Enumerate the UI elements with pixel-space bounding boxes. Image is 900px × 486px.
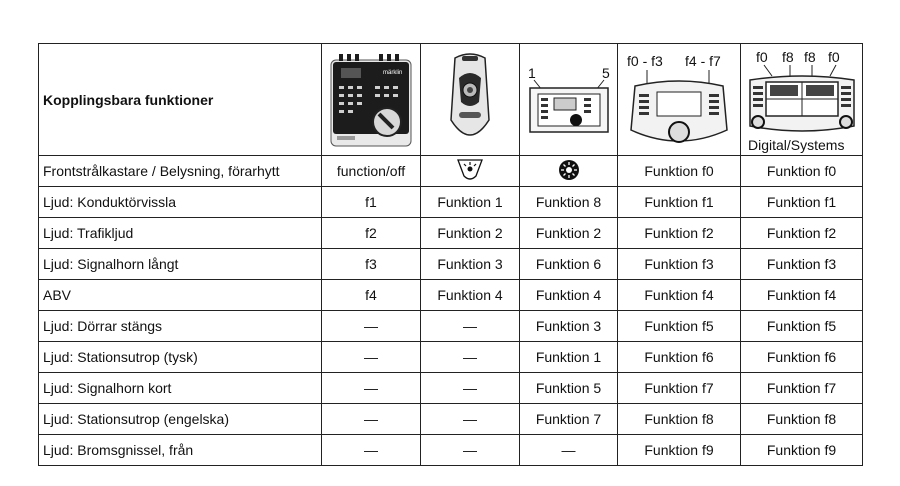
cell-handheld-remote: —: [420, 341, 520, 373]
table-row: Ljud: Trafikljud f2 Funktion 2 Funktion …: [38, 217, 863, 249]
table-row: Frontstrålkastare / Belysning, förarhytt…: [38, 155, 863, 187]
cell-control-unit: —: [321, 434, 421, 466]
cell-mobile-station-2: Funktion f7: [617, 372, 741, 404]
cell-mobile-station-2: Funktion f8: [617, 403, 741, 435]
cell-handheld-remote: Funktion 2: [420, 217, 520, 249]
table-row: Ljud: Dörrar stängs — — Funktion 3 Funkt…: [38, 310, 863, 342]
table-row: Ljud: Signalhorn kort — — Funktion 5 Fun…: [38, 372, 863, 404]
cell-control-unit: f2: [321, 217, 421, 249]
cell-central-station: Funktion f2: [740, 217, 863, 249]
function-name: ABV: [38, 279, 322, 311]
cell-mobile-station-2: Funktion f2: [617, 217, 741, 249]
cell-control-unit: —: [321, 341, 421, 373]
cell-handheld-remote: [420, 155, 520, 187]
cell-central-station: Funktion f9: [740, 434, 863, 466]
svg-text:märklin: märklin: [383, 70, 402, 76]
cell-handheld-remote: —: [420, 434, 520, 466]
mobile-station-image: 1 5: [528, 65, 610, 133]
cell-central-station: Funktion f4: [740, 279, 863, 311]
headlight-icon: [457, 158, 483, 180]
cell-mobile-station-2: Funktion f0: [617, 155, 741, 187]
cell-mobile-station-2: Funktion f3: [617, 248, 741, 280]
table-row: Ljud: Stationsutrop (engelska) — — Funkt…: [38, 403, 863, 435]
table-row: Ljud: Signalhorn långt f3 Funktion 3 Fun…: [38, 248, 863, 280]
control-unit-image: märklin: [330, 53, 412, 146]
cell-mobile-station: —: [519, 434, 618, 466]
cell-central-station: Funktion f5: [740, 310, 863, 342]
cell-mobile-station-2: Funktion f5: [617, 310, 741, 342]
cell-mobile-station-2: Funktion f1: [617, 186, 741, 218]
cell-handheld-remote: —: [420, 372, 520, 404]
table-row: Ljud: Konduktörvissla f1 Funktion 1 Funk…: [38, 186, 863, 218]
light-icon: [558, 159, 579, 180]
header-row: Kopplingsbara funktioner märklin: [38, 43, 863, 156]
cell-control-unit: —: [321, 372, 421, 404]
function-name: Ljud: Konduktörvissla: [38, 186, 322, 218]
cell-central-station: Funktion f1: [740, 186, 863, 218]
cell-mobile-station: [519, 155, 618, 187]
ms2-label-right: f4 - f7: [685, 53, 721, 69]
ms2-label-left: f0 - f3: [627, 53, 663, 69]
cell-handheld-remote: Funktion 1: [420, 186, 520, 218]
function-name: Ljud: Stationsutrop (tysk): [38, 341, 322, 373]
handheld-remote-image: [450, 52, 490, 136]
device-mobile-station-2: f0 - f3 f4 - f7: [617, 43, 741, 156]
cs-label-1: f0: [756, 49, 768, 65]
cell-mobile-station: Funktion 3: [519, 310, 618, 342]
table-title: Kopplingsbara funktioner: [38, 43, 322, 156]
table-row: Ljud: Stationsutrop (tysk) — — Funktion …: [38, 341, 863, 373]
cell-handheld-remote: Funktion 4: [420, 279, 520, 311]
central-station-image: f0 f8 f8 f0 Digit: [748, 49, 855, 153]
function-name: Ljud: Bromsgnissel, från: [38, 434, 322, 466]
cell-mobile-station-2: Funktion f9: [617, 434, 741, 466]
cell-control-unit: function/off: [321, 155, 421, 187]
functions-table: Kopplingsbara funktioner märklin: [38, 43, 863, 466]
cell-central-station: Funktion f3: [740, 248, 863, 280]
cell-control-unit: f3: [321, 248, 421, 280]
cell-handheld-remote: —: [420, 403, 520, 435]
function-name: Ljud: Dörrar stängs: [38, 310, 322, 342]
function-name: Frontstrålkastare / Belysning, förarhytt: [38, 155, 322, 187]
cell-central-station: Funktion f0: [740, 155, 863, 187]
cell-mobile-station: Funktion 5: [519, 372, 618, 404]
cell-mobile-station: Funktion 1: [519, 341, 618, 373]
device-control-unit: märklin: [321, 43, 421, 156]
cell-central-station: Funktion f7: [740, 372, 863, 404]
device-handheld-remote: [420, 43, 520, 156]
function-name: Ljud: Signalhorn kort: [38, 372, 322, 404]
cell-mobile-station-2: Funktion f6: [617, 341, 741, 373]
cs-label-3: f8: [804, 49, 816, 65]
cell-mobile-station: Funktion 8: [519, 186, 618, 218]
function-name: Ljud: Stationsutrop (engelska): [38, 403, 322, 435]
cell-control-unit: —: [321, 310, 421, 342]
ms-label-left: 1: [528, 65, 536, 81]
cell-central-station: Funktion f6: [740, 341, 863, 373]
cs-brand-label: Digital/Systems: [748, 137, 844, 153]
cell-control-unit: —: [321, 403, 421, 435]
ms-label-right: 5: [602, 65, 610, 81]
cell-handheld-remote: —: [420, 310, 520, 342]
device-mobile-station: 1 5: [519, 43, 618, 156]
cs-label-2: f8: [782, 49, 794, 65]
table-row: Ljud: Bromsgnissel, från — — — Funktion …: [38, 434, 863, 466]
cell-mobile-station: Funktion 4: [519, 279, 618, 311]
cell-control-unit: f4: [321, 279, 421, 311]
mobile-station-2-image: f0 - f3 f4 - f7: [627, 53, 728, 143]
cell-mobile-station: Funktion 2: [519, 217, 618, 249]
cs-label-4: f0: [828, 49, 840, 65]
device-central-station: f0 f8 f8 f0 Digit: [740, 43, 863, 156]
table-row: ABV f4 Funktion 4 Funktion 4 Funktion f4…: [38, 279, 863, 311]
cell-central-station: Funktion f8: [740, 403, 863, 435]
cell-control-unit: f1: [321, 186, 421, 218]
function-name: Ljud: Signalhorn långt: [38, 248, 322, 280]
cell-mobile-station: Funktion 7: [519, 403, 618, 435]
cell-mobile-station-2: Funktion f4: [617, 279, 741, 311]
function-name: Ljud: Trafikljud: [38, 217, 322, 249]
cell-handheld-remote: Funktion 3: [420, 248, 520, 280]
cell-mobile-station: Funktion 6: [519, 248, 618, 280]
